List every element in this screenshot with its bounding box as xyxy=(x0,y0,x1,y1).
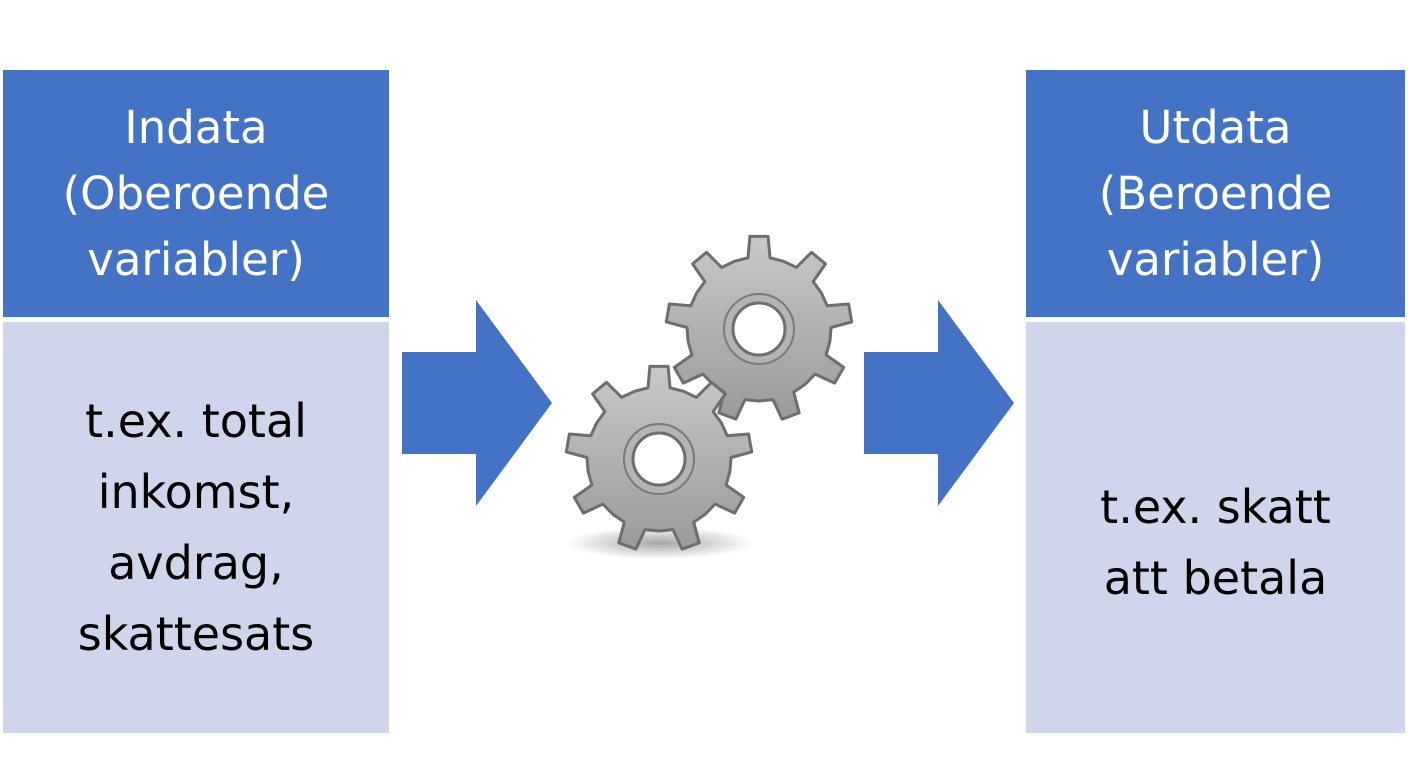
output-box-header: Utdata (Beroende variabler) xyxy=(1026,70,1405,317)
output-body-line-1: t.ex. skatt xyxy=(1100,479,1331,534)
input-header-line-3: variabler) xyxy=(87,232,305,286)
arrow-right-icon xyxy=(402,300,552,506)
output-header-line-2: (Beroende xyxy=(1098,166,1333,220)
output-box: Utdata (Beroende variabler) t.ex. skatt … xyxy=(1026,70,1405,733)
output-box-body: t.ex. skatt att betala xyxy=(1026,322,1405,733)
input-header-line-2: (Oberoende xyxy=(62,166,330,220)
output-body-line-2: att betala xyxy=(1103,550,1328,605)
input-box-body: t.ex. total inkomst, avdrag, skattesats xyxy=(3,322,389,733)
input-box-header: Indata (Oberoende variabler) xyxy=(3,70,389,317)
input-header-line-1: Indata xyxy=(124,100,268,154)
gear-bottom xyxy=(564,364,754,551)
gears-icon xyxy=(564,234,854,559)
output-header-line-3: variabler) xyxy=(1106,232,1325,286)
input-body-line-3: avdrag, xyxy=(108,535,284,590)
input-body-line-4: skattesats xyxy=(77,606,315,661)
output-header-line-1: Utdata xyxy=(1139,100,1292,154)
input-body-line-2: inkomst, xyxy=(97,464,295,519)
arrow-right-icon xyxy=(864,300,1014,506)
gear-top xyxy=(664,234,854,421)
gears-shadow xyxy=(565,527,755,559)
input-box: Indata (Oberoende variabler) t.ex. total… xyxy=(3,70,389,733)
input-body-line-1: t.ex. total xyxy=(85,393,307,448)
